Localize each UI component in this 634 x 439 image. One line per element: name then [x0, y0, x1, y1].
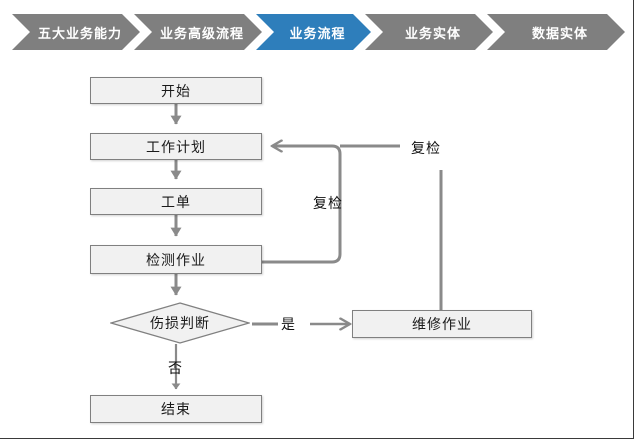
breadcrumb-label: 业务流程 [289, 26, 346, 42]
node-label: 检测作业 [146, 252, 206, 269]
edge-inner-recheck-loop [262, 146, 342, 264]
breadcrumb-item-business-capability[interactable]: 五大业务能力 [12, 14, 140, 50]
node-end[interactable]: 结束 [90, 395, 262, 423]
node-repair-task[interactable]: 维修作业 [352, 310, 532, 338]
node-label: 开始 [161, 83, 191, 100]
diamond-shape [110, 302, 250, 344]
breadcrumb-item-high-level-process[interactable]: 业务高级流程 [134, 14, 262, 50]
node-start[interactable]: 开始 [90, 77, 262, 104]
breadcrumb-label: 业务实体 [404, 26, 461, 42]
edge-label-no: 否 [168, 361, 183, 377]
node-label: 工单 [161, 194, 191, 211]
process-breadcrumb: 五大业务能力 业务高级流程 业务流程 业务实体 数据实体 [0, 14, 634, 50]
node-damage-decision[interactable]: 伤损判断 [110, 302, 250, 344]
edge-label-yes: 是 [281, 317, 296, 333]
node-inspection-task[interactable]: 检测作业 [90, 245, 262, 274]
node-work-plan[interactable]: 工作计划 [90, 133, 262, 160]
edge-label-recheck-inner: 复检 [313, 196, 343, 212]
node-work-order[interactable]: 工单 [90, 188, 262, 215]
breadcrumb-label: 数据实体 [531, 26, 588, 42]
edge-label-recheck-outer: 复检 [411, 141, 441, 157]
breadcrumb-item-business-process[interactable]: 业务流程 [256, 14, 371, 50]
breadcrumb-label: 五大业务能力 [37, 26, 122, 42]
node-label: 工作计划 [146, 139, 206, 156]
breadcrumb-item-data-entity[interactable]: 数据实体 [487, 14, 625, 50]
node-label: 维修作业 [412, 317, 472, 333]
breadcrumb-item-business-entity[interactable]: 业务实体 [365, 14, 493, 50]
breadcrumb-label: 业务高级流程 [159, 26, 244, 42]
node-label: 伤损判断 [150, 316, 210, 332]
node-label: 结束 [161, 402, 191, 418]
